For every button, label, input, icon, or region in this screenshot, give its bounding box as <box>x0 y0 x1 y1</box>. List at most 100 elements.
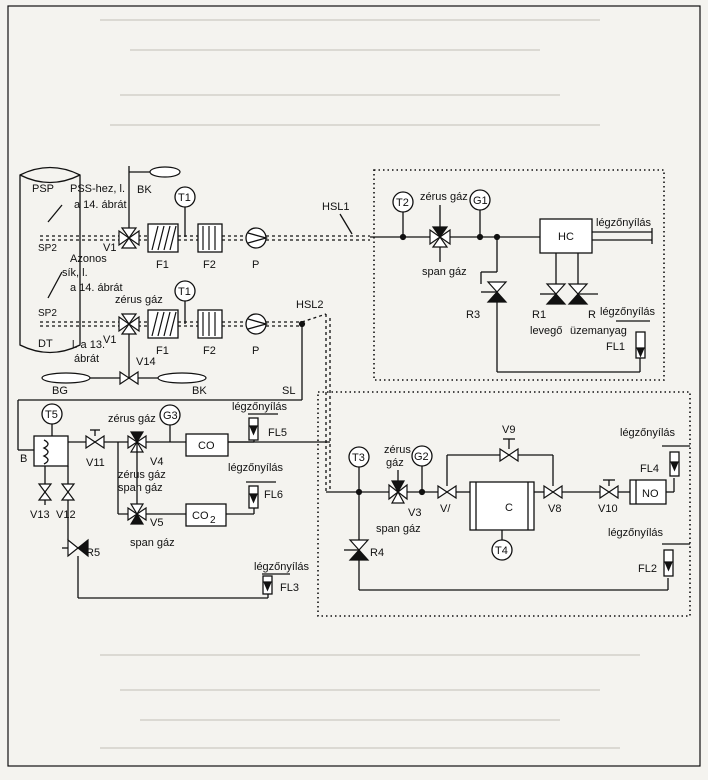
flowmeter-fl6 <box>248 485 259 509</box>
label-fl4: FL4 <box>640 463 659 475</box>
label-sl: SL <box>282 385 295 397</box>
co2-analyzer <box>185 503 227 527</box>
label-fl1: FL1 <box>606 341 625 353</box>
regulator-r2 <box>567 283 598 305</box>
bleed-through-background <box>100 19 640 749</box>
flowmeter-fl4 <box>669 451 680 477</box>
dilution-tunnel <box>19 166 81 354</box>
label-legzonyilas-3: légzőnyílás <box>232 401 288 413</box>
label-t5: T5 <box>45 409 58 421</box>
flowmeter-fl1 <box>635 331 646 359</box>
valve-v1-lower <box>118 313 140 370</box>
valve-v4 <box>127 431 147 453</box>
valve-v13 <box>37 483 53 501</box>
label-legzonyilas-4: légzőnyílás <box>228 462 284 474</box>
label-bk-upper: BK <box>137 184 152 196</box>
co-analyzer <box>185 433 229 457</box>
label-co: CO <box>198 440 215 452</box>
label-fl3: FL3 <box>280 582 299 594</box>
label-t4: T4 <box>495 545 508 557</box>
label-uzemanyag: üzemanyag <box>570 325 627 337</box>
label-pss-note: PSS-hez, l. <box>70 183 125 195</box>
label-r4: R4 <box>370 547 384 559</box>
label-dt: DT <box>38 338 53 350</box>
label-span-gaz-1: span gáz <box>422 266 467 278</box>
label-p-upper: P <box>252 259 259 271</box>
label-hc: HC <box>558 231 574 243</box>
chiller-b <box>33 435 69 467</box>
label-g2: G2 <box>414 451 429 463</box>
label-t2: T2 <box>396 197 409 209</box>
label-v8: V8 <box>548 503 561 515</box>
label-t1-lower: T1 <box>178 286 191 298</box>
valve-v12 <box>60 483 76 501</box>
label-v1-upper: V1 <box>103 242 116 254</box>
label-sp2-a: SP2 <box>38 243 57 254</box>
label-levego: levegő <box>530 325 562 337</box>
flowmeter-fl5 <box>248 417 259 441</box>
no-analyzer-enclosure <box>317 391 691 617</box>
label-v1-lower: V1 <box>103 334 116 346</box>
label-p-lower: P <box>252 345 259 357</box>
label-hsl1: HSL1 <box>322 201 350 213</box>
valve-v5 <box>127 503 147 525</box>
outer-frame <box>7 5 701 767</box>
bag-bk <box>157 372 207 384</box>
label-fl2: FL2 <box>638 563 657 575</box>
valve-zero-span-hc <box>429 205 451 262</box>
hc-analyzer-enclosure <box>373 169 665 381</box>
pump-p-lower <box>245 313 267 335</box>
regulator-r5 <box>62 538 89 558</box>
valve-v3 <box>388 470 408 504</box>
label-bg: BG <box>52 385 68 397</box>
pump-p-upper <box>245 227 267 249</box>
label-legzonyilas-7: légzőnyílás <box>608 527 664 539</box>
label-v7: V/ <box>440 503 451 515</box>
label-g1: G1 <box>473 195 488 207</box>
label-zerus-gaz-2: zérus gáz <box>115 294 163 306</box>
valve-v11 <box>85 429 105 450</box>
label-azonos1: Azonos <box>70 253 107 265</box>
label-f1-lower: F1 <box>156 345 169 357</box>
label-f2-upper: F2 <box>203 259 216 271</box>
label-azonos2: sík, l. <box>62 267 88 279</box>
label-v13: V13 <box>30 509 50 521</box>
label-v14: V14 <box>136 356 156 368</box>
label-hsl2: HSL2 <box>296 299 324 311</box>
lower-sample-line <box>40 313 390 493</box>
label-t1-upper: T1 <box>178 192 191 204</box>
label-fl6: FL6 <box>264 489 283 501</box>
valve-v7 <box>437 455 457 500</box>
valve-v14 <box>119 370 139 386</box>
label-v3: V3 <box>408 507 421 519</box>
upper-sample-line <box>40 235 540 241</box>
label-f2-lower: F2 <box>203 345 216 357</box>
label-zerus-gaz-4: zérus gáz <box>118 469 166 481</box>
label-co2-subscript: 2 <box>210 515 216 526</box>
label-g3: G3 <box>163 410 178 422</box>
label-r3: R3 <box>466 309 480 321</box>
label-bk-lower: BK <box>192 385 207 397</box>
label-v9: V9 <box>502 424 515 436</box>
label-r5: R5 <box>86 547 100 559</box>
flowmeter-fl3 <box>262 575 273 595</box>
label-r2: R <box>588 309 596 321</box>
converter-c <box>469 481 535 531</box>
label-legzonyilas-1: légzőnyílás <box>596 217 652 229</box>
label-r1: R1 <box>532 309 546 321</box>
label-f1-upper: F1 <box>156 259 169 271</box>
bag-bg <box>41 372 91 384</box>
label-legzonyilas-6: légzőnyílás <box>620 427 676 439</box>
flowmeter-fl2 <box>663 549 674 577</box>
filter-f2-upper <box>197 223 223 253</box>
label-zerus-gaz-1: zérus gáz <box>420 191 468 203</box>
label-t3: T3 <box>352 452 365 464</box>
label-v4: V4 <box>150 456 163 468</box>
label-v5: V5 <box>150 517 163 529</box>
label-psp: PSP <box>32 183 54 195</box>
label-co2: CO <box>192 510 209 522</box>
thermometer-t4 <box>491 539 513 561</box>
label-no: NO <box>642 488 659 500</box>
label-sp2-b: SP2 <box>38 308 57 319</box>
